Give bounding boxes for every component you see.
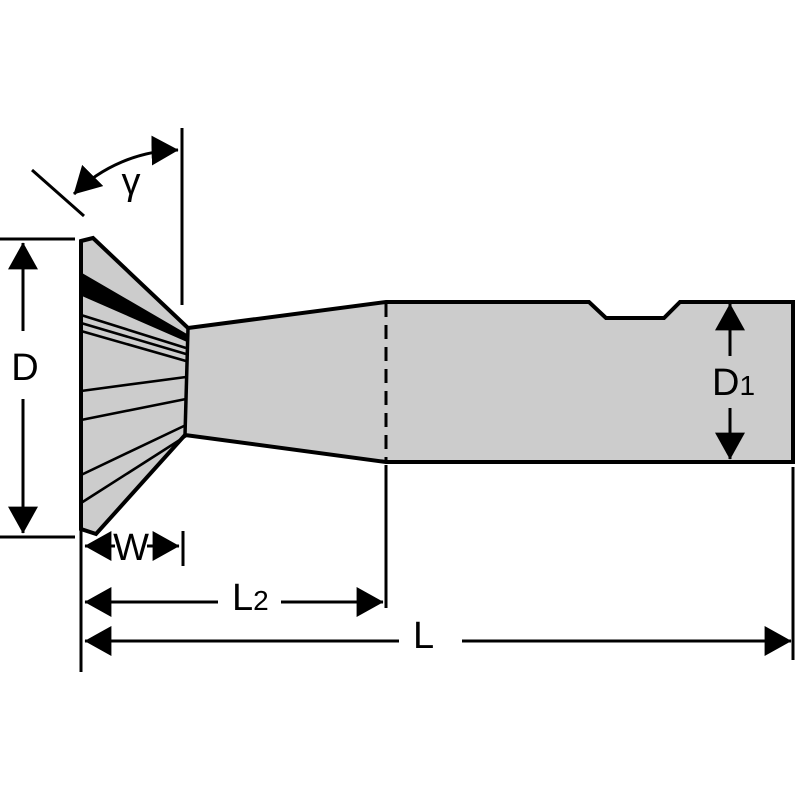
length-l2-dimension: L2: [84, 465, 388, 619]
d-label: D: [11, 347, 38, 389]
l-label: L: [413, 615, 434, 657]
tooth-line: [80, 313, 187, 350]
tooth-line: [80, 434, 187, 505]
gamma-angle-arc-arrow: [72, 135, 179, 196]
tooth-flute-dark: [80, 272, 187, 342]
gamma-angle-dimension: γ: [31, 128, 184, 305]
face-width-w-dimension: W: [84, 527, 185, 569]
cutter-teeth-lines: [80, 272, 187, 505]
d1-label: D1: [712, 362, 755, 404]
tooth-line: [80, 321, 187, 356]
tooth-line: [80, 375, 187, 393]
tooth-line: [80, 423, 187, 477]
l2-label: L2: [232, 577, 269, 619]
gamma-label: γ: [122, 161, 141, 203]
tooth-line: [80, 329, 187, 363]
gamma-angle-tick: [31, 168, 85, 218]
w-label: W: [113, 527, 149, 569]
diameter-d-dimension: D: [0, 237, 75, 539]
overall-length-l-dimension: L: [79, 467, 795, 672]
cutter-body-outline: [79, 235, 795, 537]
neck-edge-line: [183, 327, 190, 436]
shank-diameter-d1-dimension: D1: [712, 303, 755, 460]
tooth-line: [80, 397, 187, 422]
